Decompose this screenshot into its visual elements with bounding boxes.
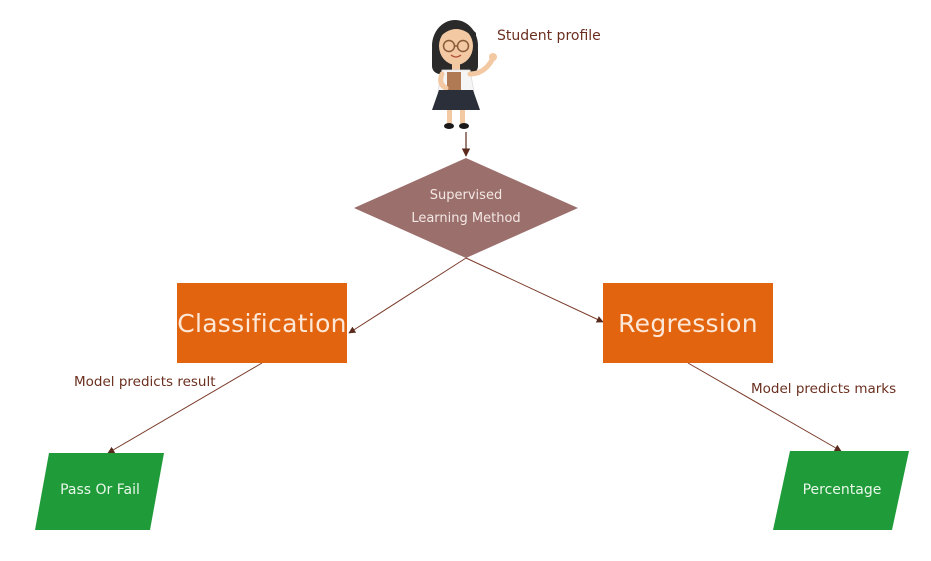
arrow-method-to-regression bbox=[465, 257, 604, 323]
decision-label-line1: Supervised bbox=[429, 188, 503, 203]
output-pass-or-fail-shape bbox=[35, 453, 164, 530]
arrow-regression-to-output bbox=[687, 362, 842, 452]
arrow-method-to-classification bbox=[348, 257, 467, 334]
output-pass-or-fail-label: Pass Or Fail bbox=[60, 482, 140, 498]
output-percentage-label: Percentage bbox=[802, 482, 882, 498]
decision-label: Supervised Learning Method bbox=[380, 184, 552, 230]
decision-diamond bbox=[354, 158, 578, 258]
decision-label-line2: Learning Method bbox=[411, 211, 521, 226]
regression-edge-label: Model predicts marks bbox=[751, 381, 897, 397]
classification-edge-label: Model predicts result bbox=[74, 374, 216, 390]
student-profile-label: Student profile bbox=[497, 28, 601, 44]
output-percentage-shape bbox=[773, 451, 909, 530]
classification-label: Classification bbox=[177, 308, 347, 338]
regression-box: Regression bbox=[603, 283, 773, 363]
classification-box: Classification bbox=[177, 283, 347, 363]
regression-label: Regression bbox=[618, 308, 758, 338]
arrow-classification-to-output bbox=[107, 362, 263, 454]
student-illustration bbox=[432, 20, 497, 129]
